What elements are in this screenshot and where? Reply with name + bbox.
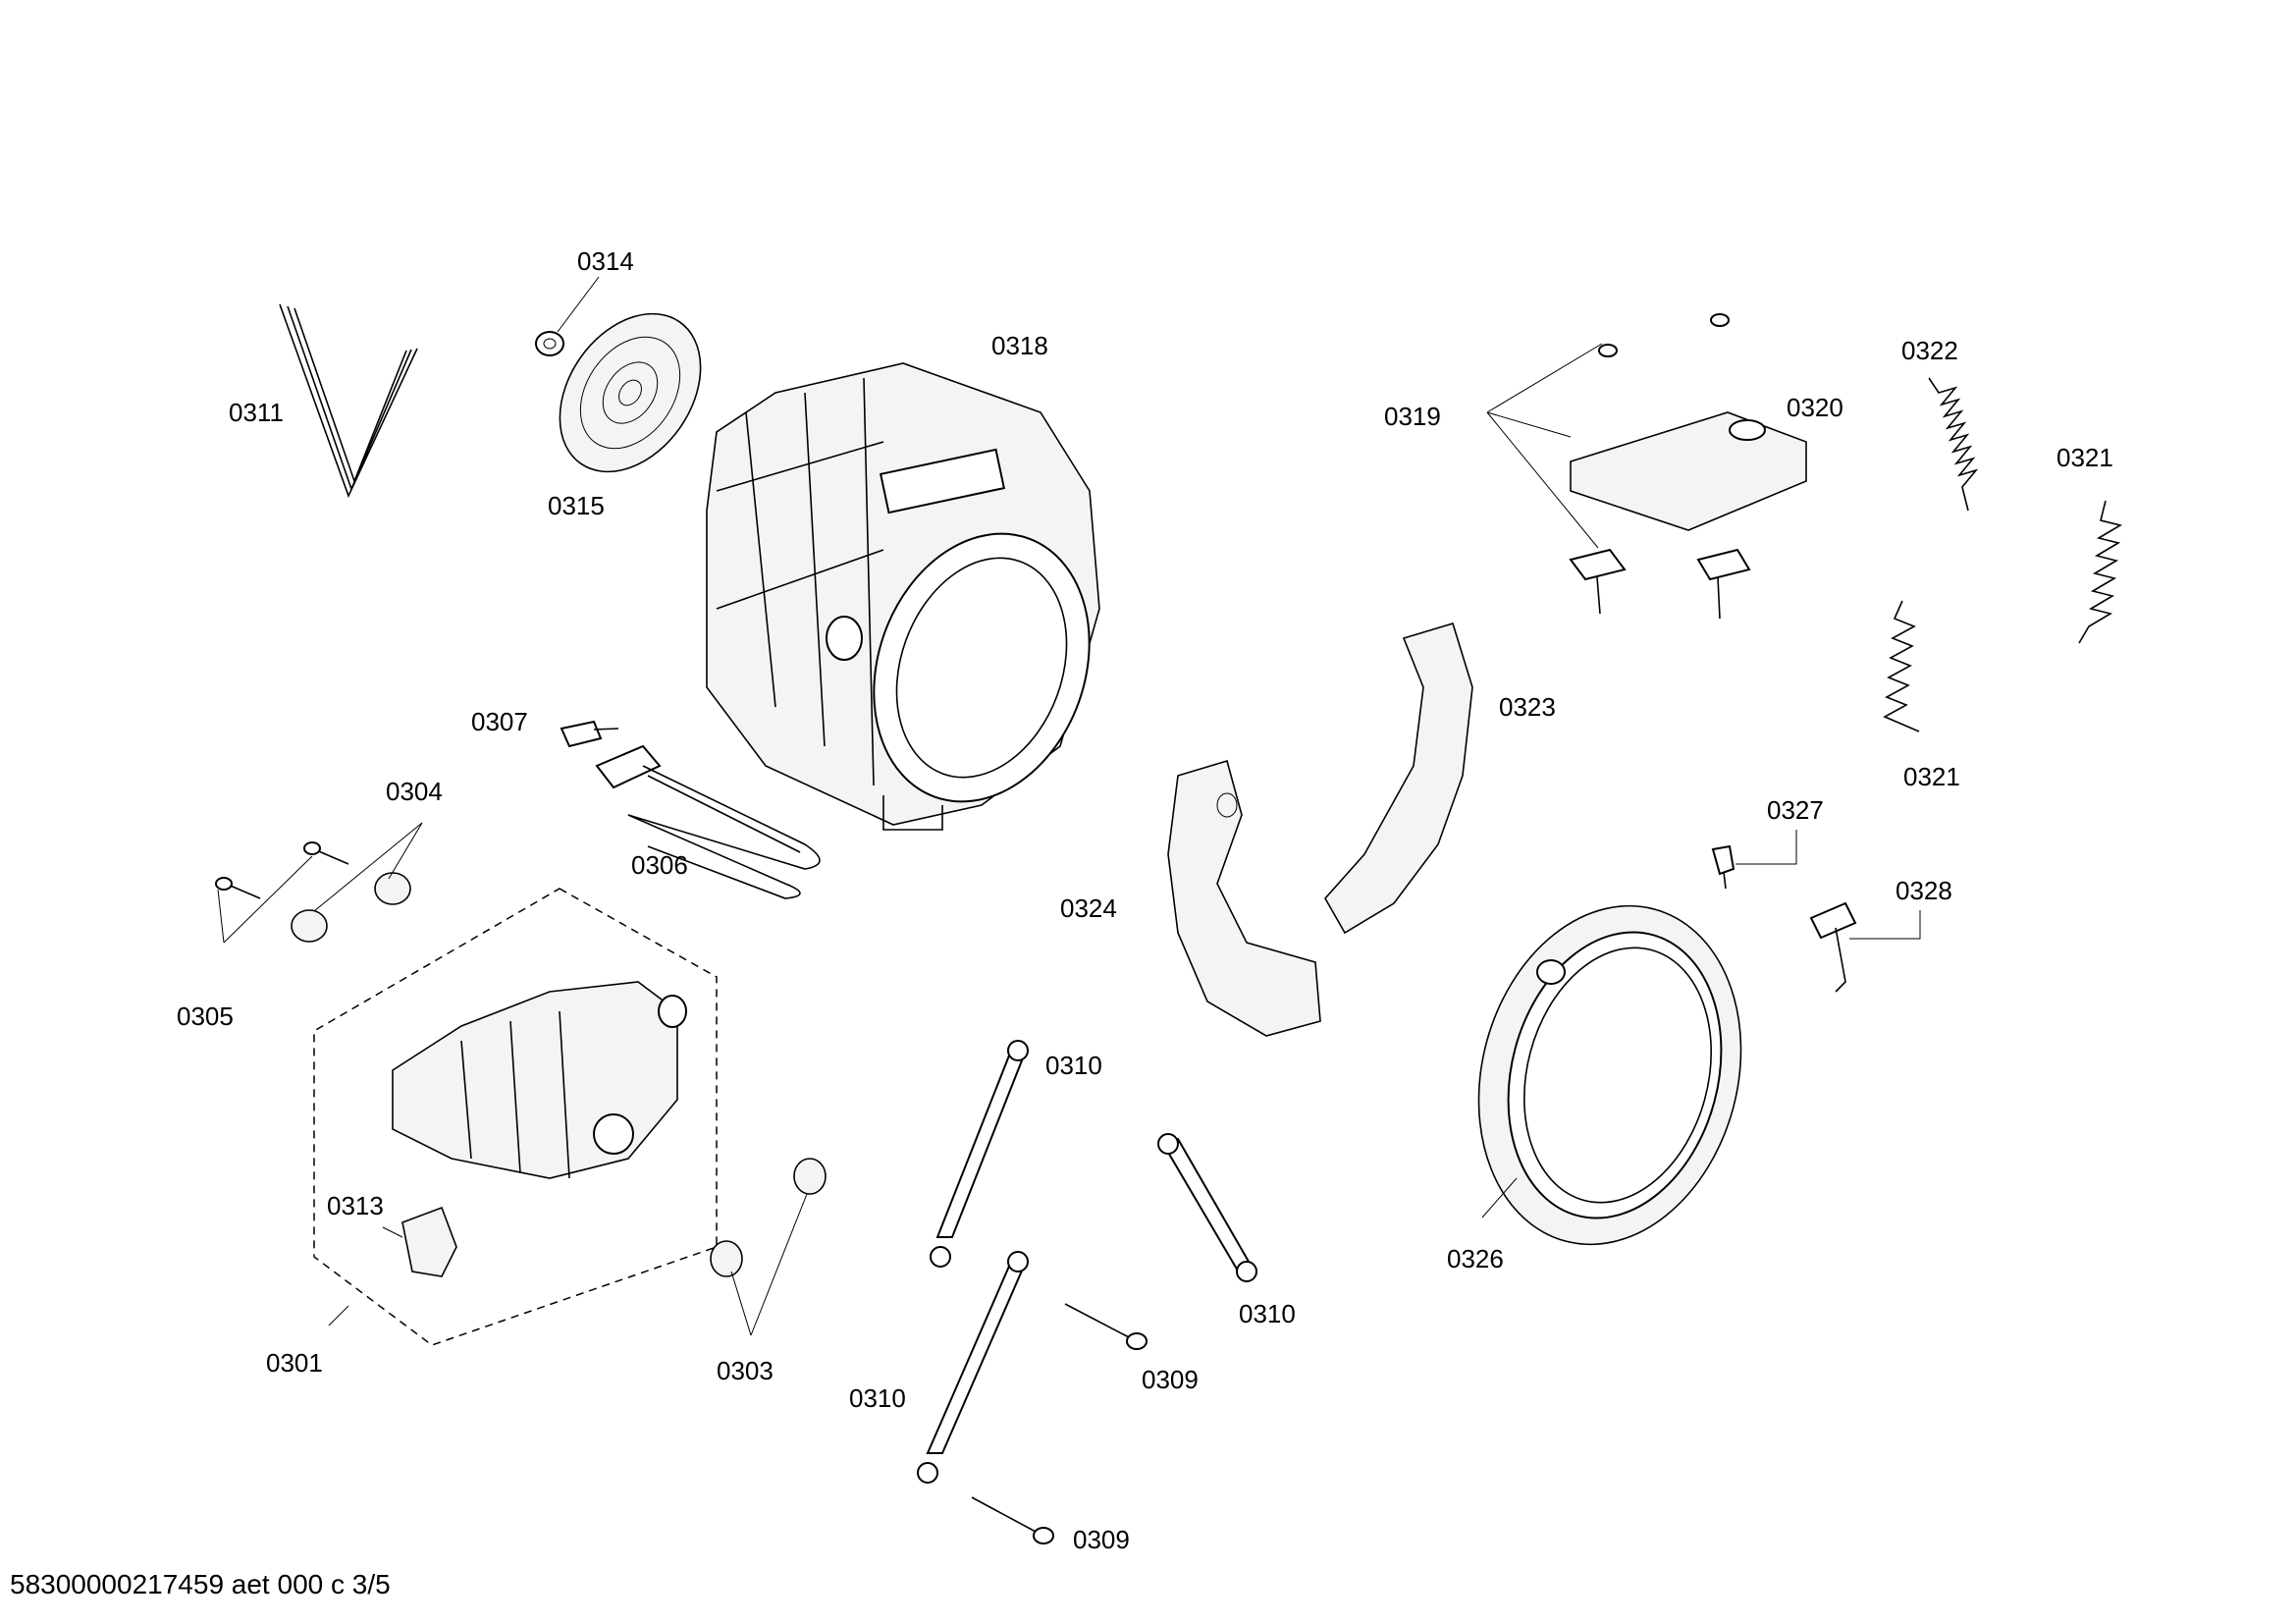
motor-mount-part <box>291 872 411 943</box>
shock-absorber-part <box>917 1251 1029 1484</box>
heating-element-part <box>595 744 821 899</box>
part-label-0323: 0323 <box>1499 692 1556 722</box>
bolt-part <box>971 1303 1148 1544</box>
tension-spring-part <box>2078 500 2123 644</box>
counterweight-left-part <box>1167 759 1321 1037</box>
part-label-0313: 0313 <box>327 1191 384 1220</box>
part-label-0320: 0320 <box>1787 393 1843 422</box>
part-label-0326: 0326 <box>1447 1244 1504 1273</box>
damper-mount-part <box>710 1158 827 1277</box>
part-label-0309-b: 0309 <box>1073 1525 1130 1554</box>
part-label-0310-c: 0310 <box>849 1383 906 1413</box>
tension-spring-part <box>1883 600 1920 732</box>
part-label-0303: 0303 <box>717 1356 774 1385</box>
cover-plate-part <box>1570 411 1807 531</box>
tension-spring-part <box>1928 377 1979 512</box>
screw-part <box>215 841 349 899</box>
part-label-0301: 0301 <box>266 1348 323 1378</box>
part-label-0315: 0315 <box>548 491 605 520</box>
part-label-0322: 0322 <box>1901 336 1958 365</box>
pulley-washer-part <box>535 331 564 356</box>
shock-absorber-part <box>930 1040 1029 1268</box>
counterweight-right-part <box>1324 623 1473 935</box>
part-label-0311: 0311 <box>229 398 284 427</box>
part-label-0305: 0305 <box>177 1001 234 1031</box>
part-label-0328: 0328 <box>1896 876 1952 905</box>
door-seal-part <box>1477 904 1742 1246</box>
part-label-0319: 0319 <box>1384 402 1441 431</box>
washer-tub-part <box>706 362 1100 831</box>
fastener-part <box>1569 313 1751 620</box>
part-label-0318: 0318 <box>991 331 1048 360</box>
hose-connector-part <box>1711 844 1735 890</box>
motor-assembly-part <box>313 888 718 1346</box>
part-label-0327: 0327 <box>1767 795 1824 825</box>
part-label-0304: 0304 <box>386 777 443 806</box>
shock-absorber-part <box>1157 1133 1257 1282</box>
drive-belt-part <box>279 303 418 499</box>
bracket-clip-part <box>1809 901 1857 993</box>
leader-lines <box>217 276 1921 1336</box>
part-label-0306: 0306 <box>631 850 688 880</box>
part-label-0324: 0324 <box>1060 893 1117 923</box>
document-footer-id: 58300000217459 aet 000 c 3/5 <box>10 1569 391 1599</box>
pulley-wheel-part <box>559 312 702 473</box>
part-label-0310-a: 0310 <box>1045 1051 1102 1080</box>
part-label-0307: 0307 <box>471 707 528 736</box>
part-label-0309-a: 0309 <box>1142 1365 1199 1394</box>
motor-connector-part <box>401 1206 457 1277</box>
part-label-0321-upper: 0321 <box>2056 443 2113 472</box>
part-label-0310-b: 0310 <box>1239 1299 1296 1328</box>
temperature-sensor-part <box>560 720 619 748</box>
part-label-0314: 0314 <box>577 246 634 276</box>
part-labels: 0311 0314 0315 0318 0319 0320 0322 0321 … <box>177 246 2113 1554</box>
part-label-0321-lower: 0321 <box>1903 762 1960 791</box>
